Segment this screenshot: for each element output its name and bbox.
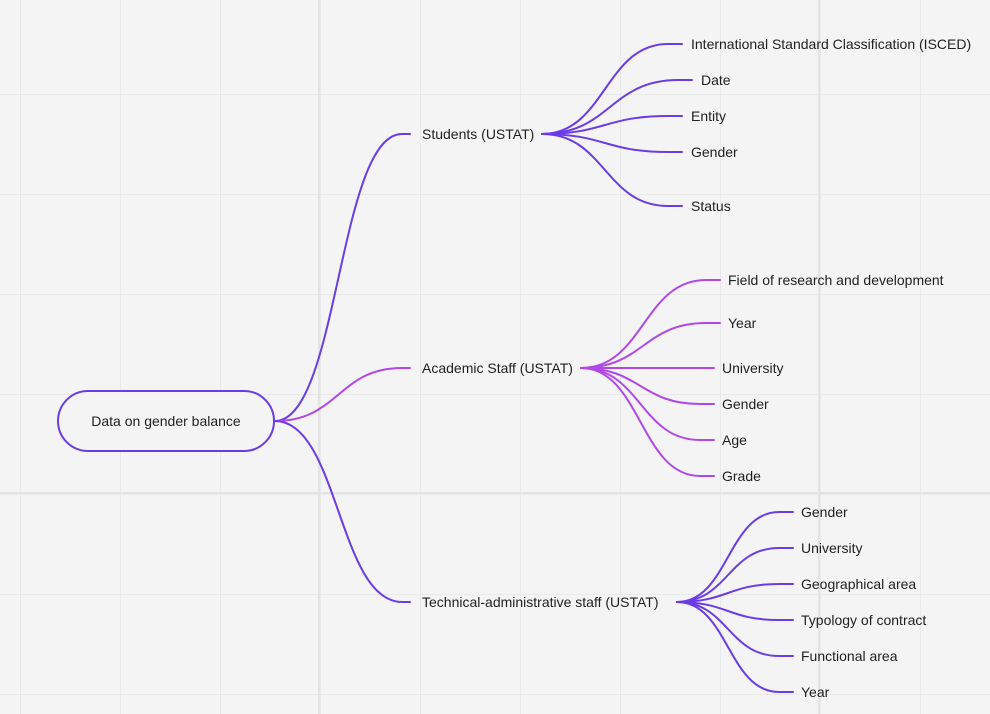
branch-leaf-connector — [676, 601, 794, 621]
leaf-node[interactable]: Year — [801, 684, 830, 700]
branch-leaf-connector — [580, 367, 715, 477]
branch-leaf-connector — [580, 322, 721, 369]
branch-node-academic-staff[interactable]: Academic Staff (USTAT) — [422, 360, 573, 376]
root-node-label: Data on gender balance — [91, 413, 241, 429]
branch-leaf-connector — [541, 115, 683, 135]
leaf-node[interactable]: Typology of contract — [801, 612, 927, 628]
branch-leaf-connector — [676, 511, 794, 603]
root-node[interactable]: Data on gender balance — [57, 390, 275, 452]
branch-leaf-connector — [676, 547, 794, 603]
leaf-node[interactable]: Field of research and development — [728, 272, 944, 288]
branch-leaf-connector — [580, 367, 715, 405]
branch-leaf-connector — [676, 601, 794, 693]
branch-node-students[interactable]: Students (USTAT) — [422, 126, 535, 142]
branch-leaf-connector — [541, 79, 693, 135]
leaf-node[interactable]: International Standard Classification (I… — [691, 36, 972, 52]
leaf-node[interactable]: Gender — [691, 144, 738, 160]
grid-line — [818, 0, 820, 714]
leaf-node[interactable]: Geographical area — [801, 576, 917, 592]
leaf-node[interactable]: Gender — [801, 504, 848, 520]
leaf-node[interactable]: Date — [701, 72, 731, 88]
branch-leaf-connector — [676, 583, 794, 603]
leaf-node[interactable]: Grade — [722, 468, 761, 484]
branch-leaf-connector — [580, 279, 721, 369]
grid-line — [0, 492, 990, 494]
branch-leaf-connector — [580, 367, 715, 441]
leaf-node[interactable]: Year — [728, 315, 757, 331]
branch-leaf-connector — [676, 601, 794, 657]
root-branch-connector — [274, 133, 411, 422]
branch-leaf-connector — [541, 43, 683, 135]
leaf-node[interactable]: University — [801, 540, 863, 556]
leaf-node[interactable]: Age — [722, 432, 747, 448]
leaf-node[interactable]: Status — [691, 198, 731, 214]
root-branch-connector — [274, 420, 411, 603]
leaf-node[interactable]: Entity — [691, 108, 727, 124]
branch-leaf-connector — [541, 133, 683, 207]
leaf-node[interactable]: Gender — [722, 396, 769, 412]
branch-leaf-connector — [541, 133, 683, 153]
root-branch-connector — [274, 367, 411, 422]
branch-node-technical-administrative-staff[interactable]: Technical-administrative staff (USTAT) — [422, 594, 659, 610]
leaf-node[interactable]: Functional area — [801, 648, 898, 664]
leaf-node[interactable]: University — [722, 360, 784, 376]
